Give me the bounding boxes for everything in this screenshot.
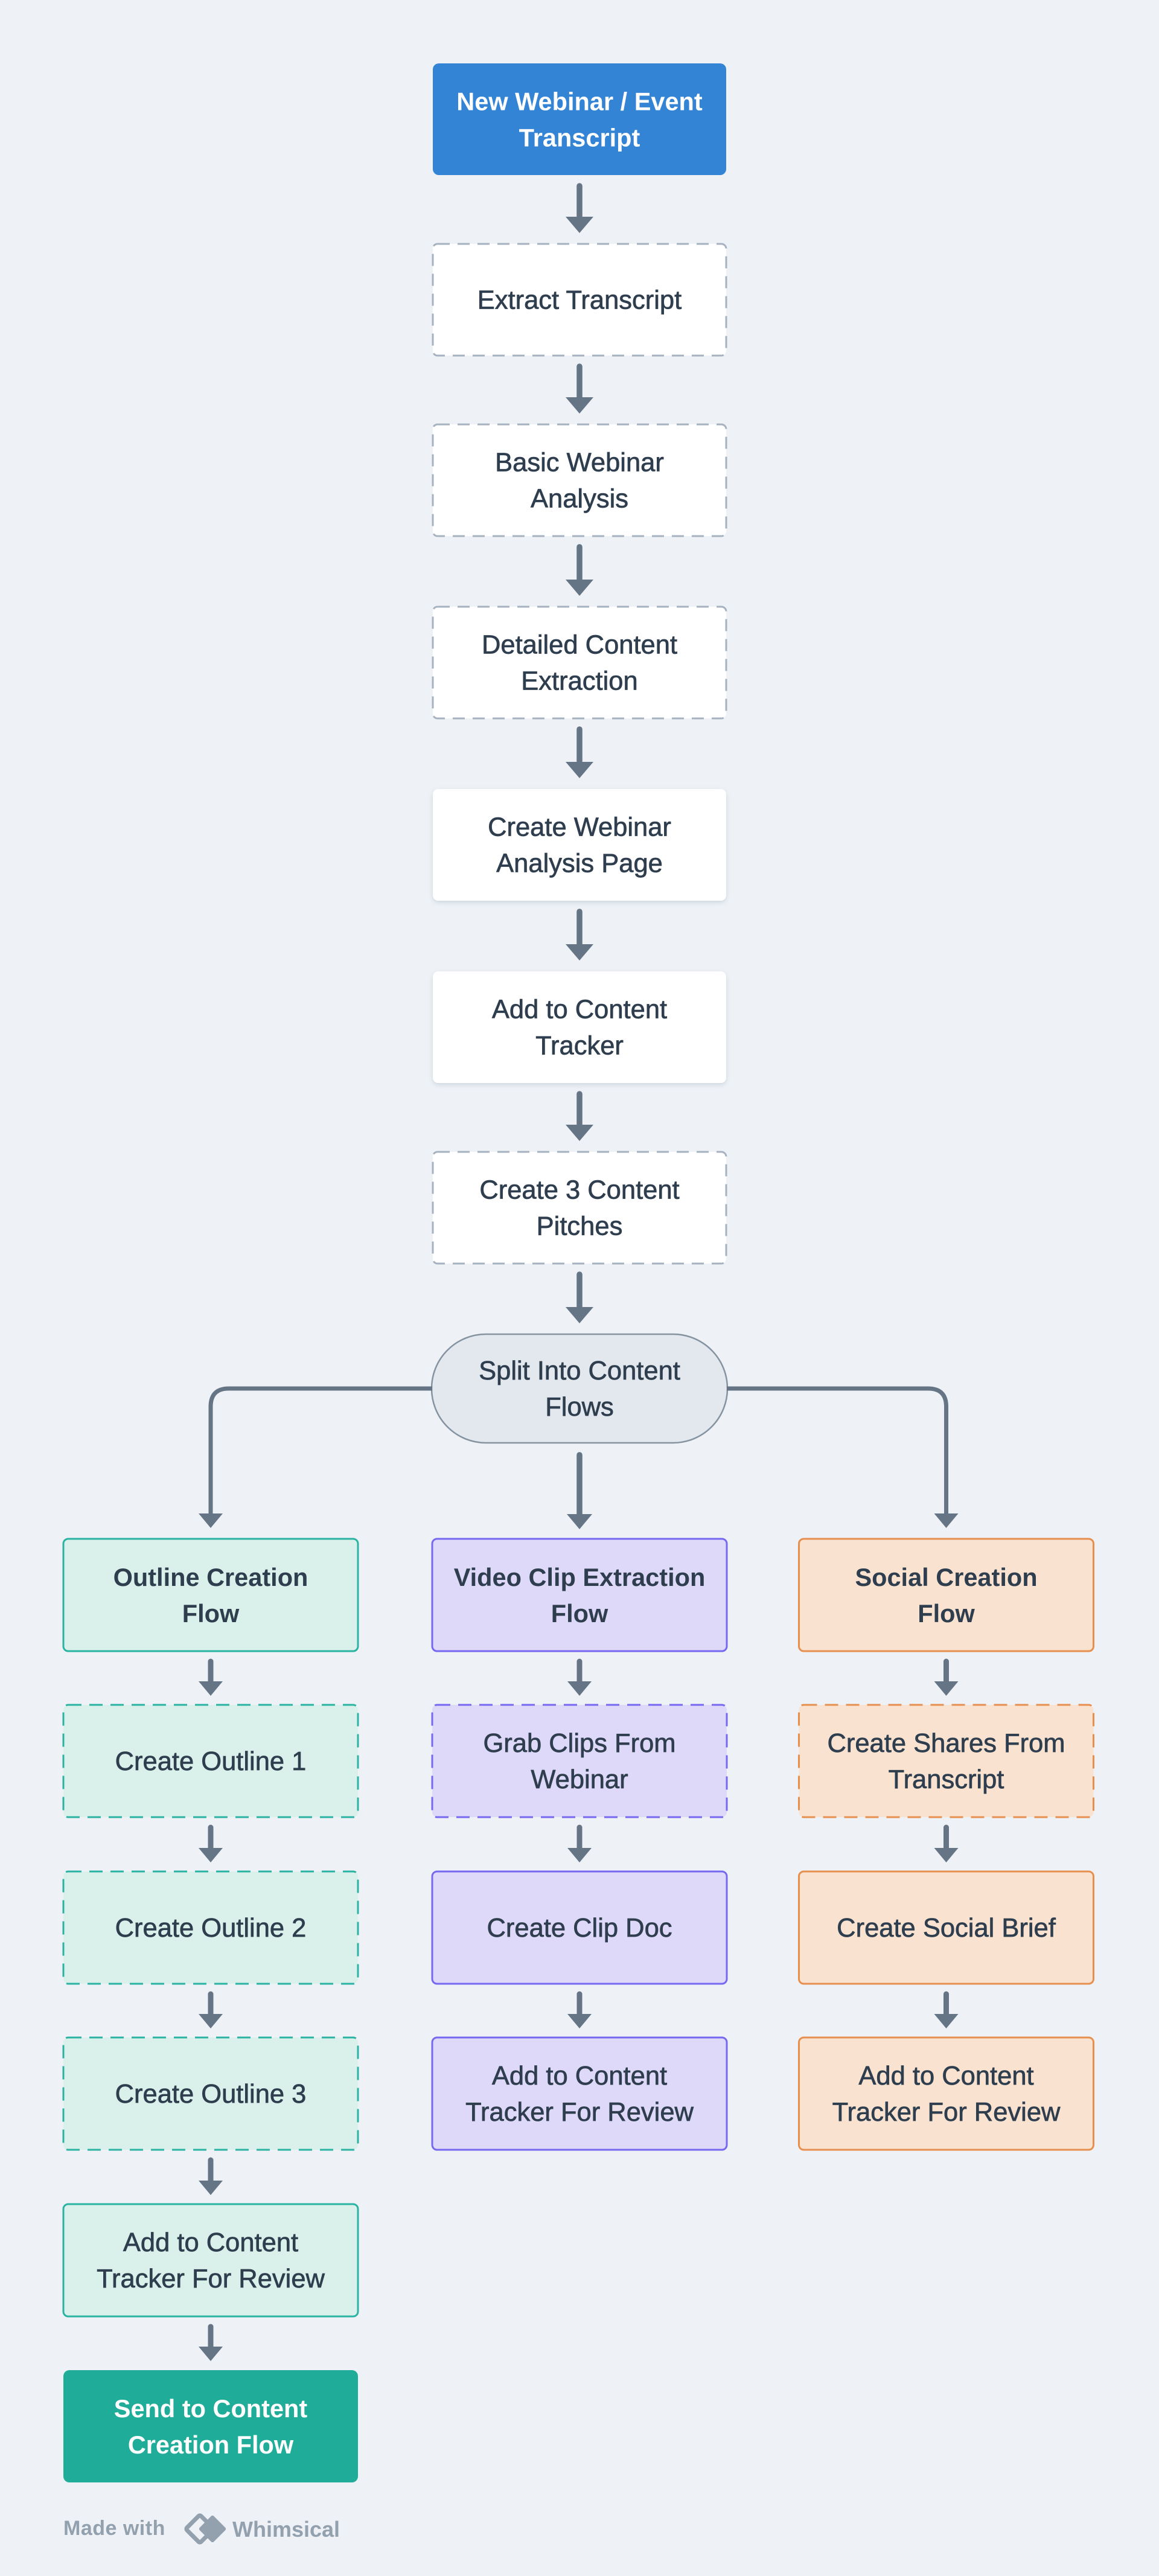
svg-text:Whimsical: Whimsical bbox=[232, 2517, 340, 2542]
svg-text:Webinar: Webinar bbox=[531, 1765, 628, 1794]
svg-text:Create Outline 3: Create Outline 3 bbox=[115, 2080, 307, 2109]
svg-text:Transcript: Transcript bbox=[519, 124, 640, 152]
svg-text:Flow: Flow bbox=[551, 1599, 608, 1628]
svg-text:New Webinar / Event: New Webinar / Event bbox=[456, 88, 703, 116]
svg-text:Basic Webinar: Basic Webinar bbox=[495, 449, 664, 478]
svg-text:Made with: Made with bbox=[63, 2517, 165, 2540]
svg-text:Extraction: Extraction bbox=[521, 667, 637, 696]
svg-text:Add to Content: Add to Content bbox=[492, 2062, 667, 2091]
svg-text:Tracker For Review: Tracker For Review bbox=[832, 2098, 1061, 2127]
svg-text:Create 3 Content: Create 3 Content bbox=[479, 1176, 679, 1205]
svg-text:Flows: Flows bbox=[545, 1393, 614, 1422]
svg-text:Transcript: Transcript bbox=[889, 1765, 1004, 1794]
svg-text:Creation Flow: Creation Flow bbox=[128, 2431, 294, 2459]
svg-text:Create Social Brief: Create Social Brief bbox=[837, 1914, 1056, 1943]
svg-text:Tracker: Tracker bbox=[535, 1032, 624, 1061]
svg-text:Tracker For Review: Tracker For Review bbox=[465, 2098, 694, 2127]
svg-text:Create Shares From: Create Shares From bbox=[827, 1729, 1065, 1758]
svg-text:Create Outline 2: Create Outline 2 bbox=[115, 1914, 307, 1943]
svg-text:Create Clip Doc: Create Clip Doc bbox=[487, 1914, 672, 1943]
svg-text:Outline Creation: Outline Creation bbox=[113, 1563, 308, 1591]
svg-text:Add to Content: Add to Content bbox=[858, 2062, 1033, 2091]
svg-text:Analysis: Analysis bbox=[531, 485, 628, 514]
svg-text:Create Outline 1: Create Outline 1 bbox=[115, 1747, 307, 1776]
svg-text:Split Into Content: Split Into Content bbox=[479, 1357, 680, 1385]
svg-text:Video Clip Extraction: Video Clip Extraction bbox=[454, 1563, 706, 1591]
svg-text:Social Creation: Social Creation bbox=[855, 1563, 1037, 1591]
svg-text:Pitches: Pitches bbox=[537, 1212, 623, 1241]
svg-text:Flow: Flow bbox=[182, 1599, 240, 1628]
svg-text:Grab Clips From: Grab Clips From bbox=[483, 1729, 675, 1758]
svg-text:Tracker For Review: Tracker For Review bbox=[97, 2264, 325, 2293]
svg-text:Analysis Page: Analysis Page bbox=[496, 849, 663, 878]
svg-text:Add to Content: Add to Content bbox=[123, 2228, 298, 2257]
svg-text:Detailed Content: Detailed Content bbox=[482, 631, 677, 660]
svg-text:Add to Content: Add to Content bbox=[492, 996, 667, 1024]
svg-text:Send to Content: Send to Content bbox=[114, 2394, 308, 2423]
svg-text:Extract Transcript: Extract Transcript bbox=[477, 286, 682, 315]
svg-text:Flow: Flow bbox=[918, 1599, 975, 1628]
svg-text:Create Webinar: Create Webinar bbox=[488, 813, 671, 842]
